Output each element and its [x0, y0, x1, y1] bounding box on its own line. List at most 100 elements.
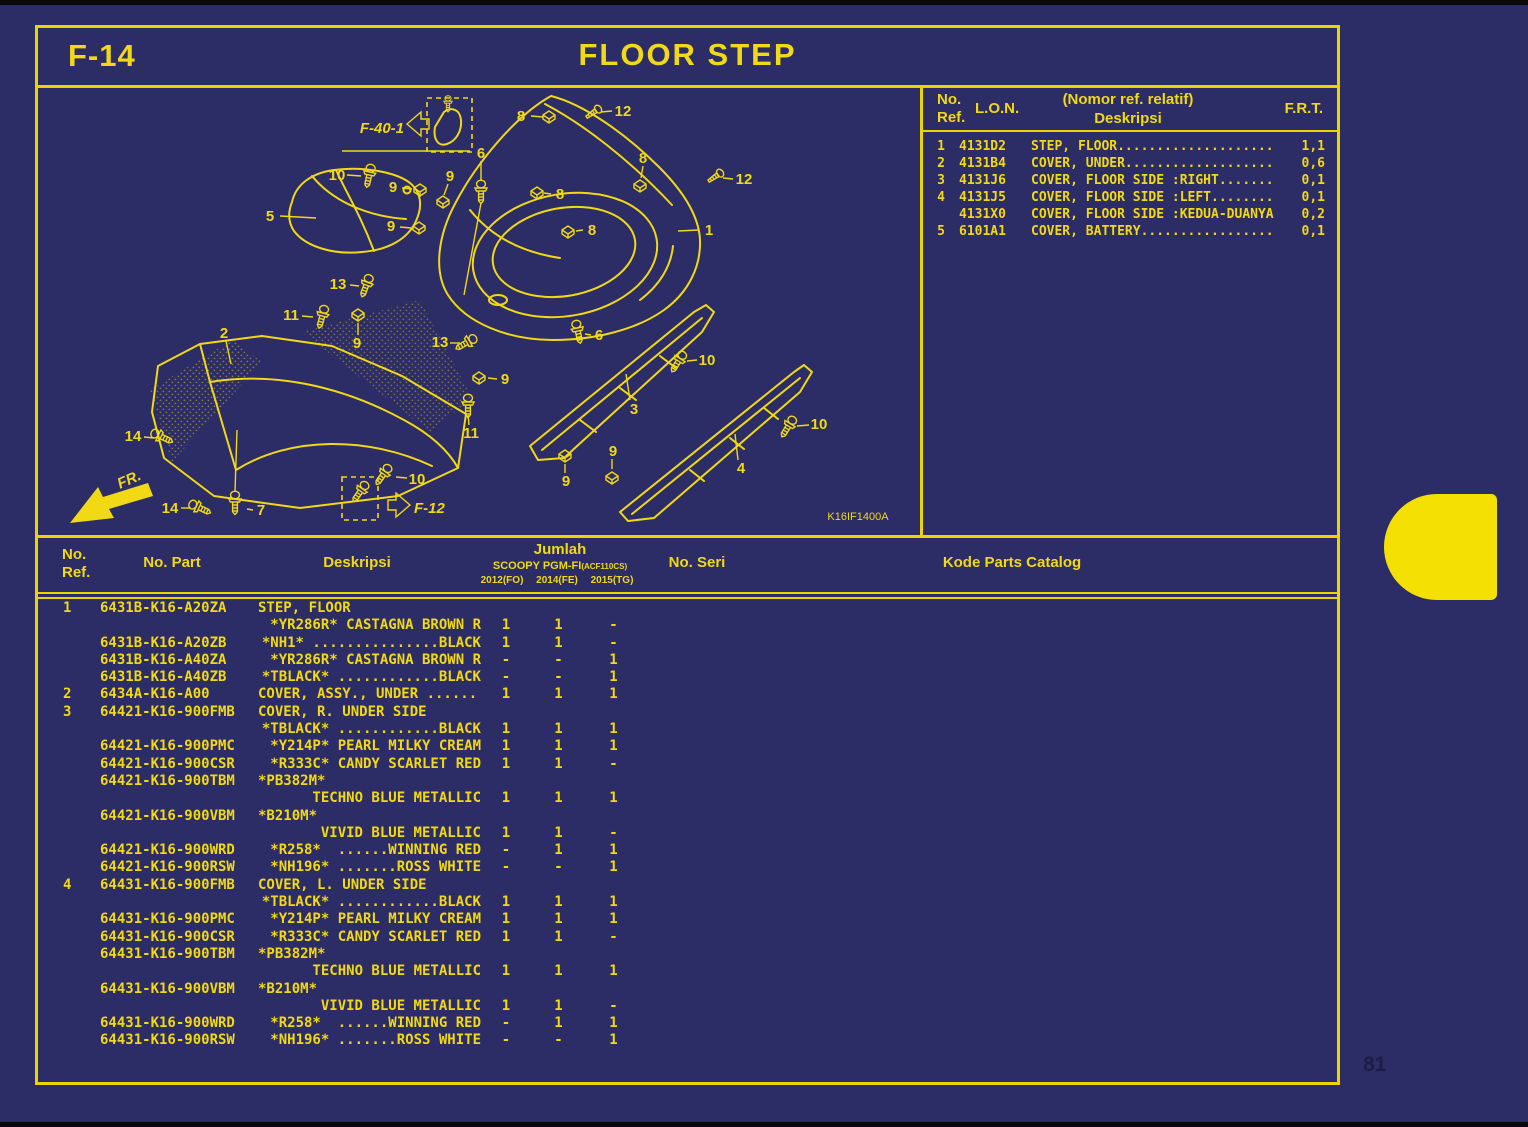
pc-desc: *NH196* .......ROSS WHITE	[270, 859, 481, 876]
rc-ref: 5	[937, 224, 945, 239]
callout-number: 6	[595, 327, 603, 344]
col-header-no-part: No. Part	[143, 554, 201, 571]
pc-ref	[41, 859, 100, 876]
pc-q: 1	[501, 824, 511, 841]
pc-desc: *PB382M*	[258, 772, 326, 789]
callout-number: 9	[387, 218, 395, 235]
callout-leader-line	[796, 424, 810, 427]
rc-lon: 4131X0	[959, 207, 1006, 222]
callout-number: 10	[409, 471, 426, 488]
col-header-frt: F.R.T.	[1284, 100, 1323, 117]
parts-table-row: 64431-K16-900TBM*PB382M*	[41, 946, 1331, 963]
pc-q2	[586, 773, 641, 790]
model-suffix: (ACF110CS)	[581, 562, 628, 571]
pc-desc: *NH1* ...............BLACK	[261, 634, 481, 651]
pc-part	[100, 721, 258, 738]
pc-q2: 1	[609, 894, 618, 911]
pc-q: 1	[501, 634, 511, 651]
parts-table-row: 64421-K16-900CSR*R333C* CANDY SCARLET RE…	[41, 756, 1331, 773]
stipple-shading	[150, 340, 262, 462]
pc-ref	[41, 1015, 100, 1032]
pc-desc: *Y214P* PEARL MILKY CREAM	[270, 911, 481, 928]
ref-link-label: F-40-1	[360, 120, 404, 137]
pc-q	[481, 600, 531, 617]
pc-q: 1	[501, 790, 511, 807]
pc-q2: -	[554, 859, 563, 876]
thumb-index-tab	[1384, 494, 1497, 600]
pc-part: 6431B-K16-A20ZB	[100, 634, 227, 651]
part-floor-step	[438, 95, 702, 341]
rc-lon: 4131J5	[959, 190, 1006, 205]
rc-frt: 0,6	[1301, 156, 1325, 171]
pc-q	[481, 773, 531, 790]
header-double-rule	[38, 592, 1337, 599]
pc-q2: 1	[609, 911, 618, 928]
pc-ref: 3	[63, 703, 72, 720]
pc-q2	[531, 981, 586, 998]
col-header-year-2014: 2014(FE)	[536, 575, 578, 586]
callout-number: 13	[432, 334, 449, 351]
callout-leader-line	[399, 226, 412, 229]
pc-q2: 1	[554, 686, 563, 703]
pc-part: 64431-K16-900VBM	[100, 980, 235, 997]
pc-q2	[531, 704, 586, 721]
pc-q2	[531, 600, 586, 617]
pc-q2: 1	[609, 859, 618, 876]
pc-q2: 1	[609, 721, 618, 738]
clip-icon	[413, 183, 427, 197]
callout-leader-line	[349, 284, 360, 287]
pc-part: 6431B-K16-A20ZA	[100, 600, 227, 616]
pc-ref	[41, 998, 100, 1015]
pc-ref	[41, 617, 100, 634]
pc-q2: 1	[554, 911, 563, 928]
pc-q: 1	[501, 894, 511, 911]
pc-part: 6431B-K16-A40ZA	[100, 651, 227, 668]
bolt-icon	[360, 162, 379, 190]
pc-ref	[41, 738, 100, 755]
callout-number: 1	[705, 222, 713, 239]
ref-link-f12: F-12	[341, 476, 446, 521]
pc-desc: *TBLACK* ............BLACK	[261, 721, 481, 738]
pc-ref: 4	[63, 876, 72, 893]
col-header-model: SCOOPY PGM-FI(ACF110CS)	[493, 560, 627, 572]
callout-number: 9	[501, 371, 509, 388]
callout-leader-line	[395, 476, 408, 479]
pc-part: 64421-K16-900CSR	[100, 755, 235, 772]
pc-desc: VIVID BLUE METALLIC	[320, 997, 481, 1014]
pc-part	[100, 617, 258, 634]
callout-leader-line	[143, 436, 155, 439]
rc-ref: 4	[937, 190, 945, 205]
parts-table-header: No. Ref. No. Part Deskripsi Jumlah SCOOP…	[38, 538, 1337, 592]
pc-q2: 1	[554, 963, 563, 980]
callout-number: 6	[477, 145, 485, 162]
pc-q2: -	[609, 928, 618, 945]
pc-q2: 1	[554, 894, 563, 911]
pc-part: 64431-K16-900TBM	[100, 945, 235, 962]
pc-part: 64421-K16-900VBM	[100, 807, 235, 824]
pc-q2: -	[609, 824, 618, 841]
callout-leader-line	[686, 359, 698, 362]
callout-leader-line	[346, 174, 362, 177]
pc-q: 1	[501, 617, 511, 634]
pc-desc: *B210M*	[258, 807, 318, 824]
forward-arrow-icon	[387, 491, 412, 519]
pc-q2: 1	[609, 1032, 618, 1049]
pc-q2: 1	[609, 738, 618, 755]
callout-number: 3	[630, 401, 638, 418]
pc-part: 64421-K16-900WRD	[100, 842, 235, 859]
rc-ref: 1	[937, 139, 945, 154]
clip-icon	[605, 471, 619, 485]
pc-ref	[41, 635, 100, 652]
pc-desc: *TBLACK* ............BLACK	[261, 894, 481, 911]
part-floor-side-cover-right	[529, 304, 715, 461]
rc-desc: COVER, FLOOR SIDE :RIGHT.......	[1031, 173, 1274, 188]
pc-ref	[41, 1032, 100, 1049]
